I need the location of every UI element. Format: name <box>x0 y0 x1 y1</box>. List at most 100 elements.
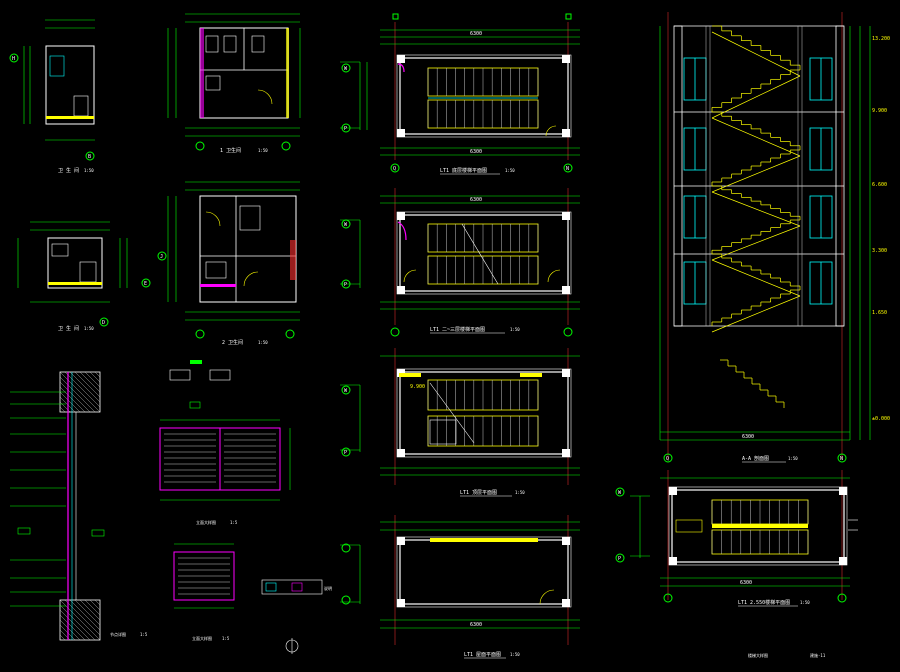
hatch-line <box>59 371 101 413</box>
stair-plan-5-scale: 1:50 <box>800 600 810 605</box>
toilet-axis-e: E <box>144 281 147 287</box>
dim-span-total-2: 6300 <box>470 197 482 203</box>
hatch-line <box>69 599 101 631</box>
stair-plan-5: W P 6300 LT1 2.550楼梯平面图 1:50 楼梯大样图 建施-11 <box>615 470 858 658</box>
stair-soffit <box>711 75 801 119</box>
axis-label-w: W <box>344 66 348 72</box>
stair-plan-5-title: LT1 2.550楼梯平面图 <box>738 599 790 606</box>
stair-plan-2-scale: 1:50 <box>510 327 520 332</box>
panel-elev-title: 立面大样图 <box>196 519 216 525</box>
elev-13200: 13.200 <box>872 36 890 42</box>
elev-9900: 9.900 <box>872 108 887 114</box>
toilet-plan-3-scale: 1:50 <box>258 148 268 153</box>
stair-soffit <box>711 31 801 77</box>
dim-section-total: 6300 <box>742 434 754 440</box>
toilet-plan-4-title: 2 卫生间 <box>222 339 243 346</box>
toilet-plan-2: E D 卫 生 间 1:50 <box>17 221 151 332</box>
stair-plan-1: W P Q N 6300 6300 LT1 底层楼梯平面图 1:50 <box>340 13 580 175</box>
axis-label-n: N <box>566 166 569 172</box>
hatch-line <box>64 371 101 408</box>
hatch-line <box>94 371 101 378</box>
axis-label-p-5: P <box>618 556 621 562</box>
axis-label-p: P <box>344 126 347 132</box>
stair-plan-2: W P 6300 LT1 二~三层楼梯平面图 1:50 <box>340 188 580 337</box>
stair-plan-1-title: LT1 底层楼梯平面图 <box>440 167 487 174</box>
hatch-line <box>59 386 86 413</box>
elev-mark-1: 9.900 <box>410 384 425 390</box>
hatch-line <box>59 614 86 641</box>
toilet-axis-b: B <box>88 154 91 160</box>
stair-plan-4-title: LT1 屋面平面图 <box>464 652 501 658</box>
dim-span-total-bottom: 6300 <box>470 149 482 155</box>
axis-label-w-3: W <box>344 388 348 394</box>
hatch-line <box>59 604 96 641</box>
axis-label-p-3: P <box>344 450 347 456</box>
toilet-plan-1-title: 卫 生 间 <box>58 167 79 174</box>
stair-plan-1-scale: 1:50 <box>505 168 515 173</box>
toilet-plan-4-scale: 1:50 <box>258 340 268 345</box>
dim-span-total: 6300 <box>470 31 482 37</box>
hatch-line <box>84 599 101 616</box>
section-axis-q: Q <box>666 456 669 462</box>
stair-plan-3: W P LT1 顶层平面图 1:50 9.900 <box>340 348 580 497</box>
stair-soffit <box>711 155 801 193</box>
detail-note: 说明 <box>324 585 332 591</box>
wall-detail: 节点详图 1:5 <box>10 371 148 641</box>
panel-elevation: 立面大样图 1:5 立面大样图 1:5 说明 <box>159 360 332 654</box>
stair-soffit <box>711 191 801 227</box>
axis-label-q: Q <box>393 166 396 172</box>
toilet-plan-2-scale: 1:50 <box>84 326 94 331</box>
panel-small-scale: 1:5 <box>222 636 230 641</box>
panel-small-title: 立面大样图 <box>192 635 212 641</box>
stair-plan-4: 6300 LT1 屋面平面图 1:50 <box>340 515 580 659</box>
hatch-line <box>89 371 101 383</box>
hatch-line <box>59 391 81 413</box>
stair-plan-3-title: LT1 顶层平面图 <box>460 490 497 496</box>
toilet-plan-1: H B 卫 生 间 1:50 <box>9 19 95 174</box>
stair-plan-3-scale: 1:50 <box>515 490 525 495</box>
panel-elev-scale: 1:5 <box>230 520 238 525</box>
hatch-line <box>74 371 101 398</box>
stair-soffit <box>711 259 801 297</box>
hatch-line <box>69 371 101 403</box>
hatch-line <box>89 599 101 611</box>
stair-soffit <box>711 295 801 333</box>
wall-detail-scale: 1:5 <box>140 632 148 637</box>
elev-0: ±0.000 <box>872 416 890 422</box>
hatch-line <box>79 599 101 621</box>
hatch-line <box>74 599 101 626</box>
hatch-line <box>59 406 66 413</box>
stair-plan-4-scale: 1:50 <box>510 652 520 657</box>
hatch-line <box>59 599 101 641</box>
toilet-plan-2-title: 卫 生 间 <box>58 325 79 332</box>
hatch-line <box>59 376 96 413</box>
elev-1650: 1.650 <box>872 310 887 316</box>
hatch-line <box>59 381 91 413</box>
toilet-axis-d: D <box>102 320 105 326</box>
wall-detail-title: 节点详图 <box>110 631 126 637</box>
axis-label-w-2: W <box>344 222 348 228</box>
toilet-plan-3-title: 1 卫生间 <box>220 147 241 154</box>
elev-3300: 3.300 <box>872 248 887 254</box>
elev-6600: 6.600 <box>872 182 887 188</box>
toilet-plan-1-scale: 1:50 <box>84 168 94 173</box>
hatch-line <box>59 634 66 641</box>
hatch-line <box>59 609 91 641</box>
section-aa: Q N 6300 A-A 剖面图 1:50 13.200 9.900 6.600… <box>659 12 890 463</box>
toilet-plan-4: J 2 卫生间 1:50 <box>157 181 300 346</box>
hatch-line <box>64 599 101 636</box>
toilet-plan-3: 1 卫生间 1:50 <box>167 13 301 154</box>
toilet-axis-h: H <box>12 56 15 62</box>
axis-label-p-2: P <box>344 282 347 288</box>
dim-span-total-4: 6300 <box>470 622 482 628</box>
sheet-title: 楼梯大样图 <box>748 652 768 658</box>
stair-soffit <box>711 117 801 157</box>
dim-span-total-5: 6300 <box>740 580 752 586</box>
stair-soffit <box>711 225 801 261</box>
hatch-line <box>84 371 101 388</box>
sheet-number: 建施-11 <box>810 652 826 658</box>
section-aa-scale: 1:50 <box>788 456 798 461</box>
section-aa-title: A-A 剖面图 <box>742 455 769 462</box>
